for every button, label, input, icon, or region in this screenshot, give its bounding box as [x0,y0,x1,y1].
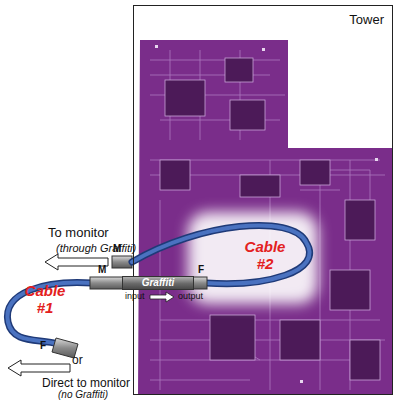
annotation-label: To monitor [48,226,109,241]
annotation-label: or [72,354,83,368]
direction-arrow [150,292,174,302]
annotation-label: M [98,264,106,276]
cable-label: Cable #1 [20,282,70,317]
annotation-label: M [113,243,121,255]
cable-label: Cable #2 [240,238,290,273]
node-label: Tower [349,12,384,27]
annotation-label: Direct to monitor [42,377,130,391]
graffiti-box: Graffiti [122,276,194,290]
direction-arrow [8,360,70,376]
cable [7,283,92,344]
cable [132,225,310,283]
annotation-label: F [198,264,204,276]
female-connector [193,277,207,289]
annotation-label: F [40,340,46,352]
annotation-label: input [125,291,145,301]
motherboard [138,40,392,395]
node-label: Graffiti [142,278,175,288]
annotation-label: output [178,291,203,301]
annotation-label: (no Graffiti) [58,389,108,401]
tower-box: Tower [133,5,393,395]
cable [132,225,310,283]
cable [7,283,92,344]
male-connector [90,277,123,289]
annotation-label: (through Graffiti) [56,242,136,255]
